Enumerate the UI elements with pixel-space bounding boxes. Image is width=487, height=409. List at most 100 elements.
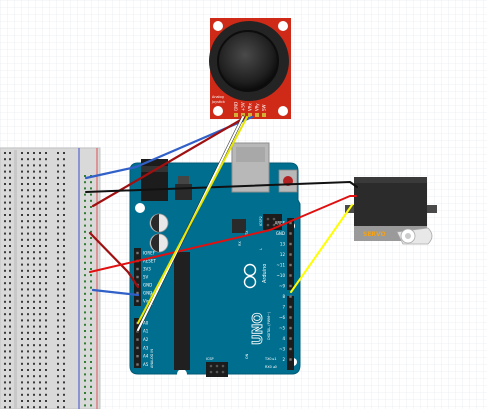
breadboard-channel <box>14 150 17 409</box>
joystick-pin[interactable] <box>241 113 245 117</box>
joystick-label-line2: Joystick <box>211 100 225 104</box>
power-pin[interactable] <box>136 299 139 303</box>
mounting-hole <box>213 106 223 116</box>
digital-pin-label: 4 <box>282 336 285 341</box>
power-pin[interactable] <box>136 267 139 271</box>
servo-body-top <box>354 177 427 183</box>
rx-pin-label: RX0 ◂0 <box>265 365 277 369</box>
voltage-regulator <box>175 184 192 200</box>
digital-pin-label: ~6 <box>279 315 285 320</box>
analog-pin-label: A1 <box>143 329 149 334</box>
wire-joystick-vry <box>137 116 248 324</box>
joystick-label-line1: Analog <box>212 95 224 99</box>
digital-pin[interactable] <box>289 295 292 298</box>
analog-pin-label: A4 <box>143 354 149 359</box>
breadboard <box>0 147 101 409</box>
digital-pin[interactable] <box>289 326 292 330</box>
digital-pin[interactable] <box>289 284 292 288</box>
tx-led-label: TX <box>245 230 249 236</box>
icsp2-label: ICSP2 <box>259 216 263 226</box>
digital-pin[interactable] <box>289 305 292 309</box>
digital-pin-label: 7 <box>282 304 285 309</box>
joystick-pin-label: SW <box>262 104 267 111</box>
joystick-pin[interactable] <box>234 113 238 117</box>
arduino-uno-board: ICSP2 ICSP Arduino UNO ON L TX RX TX0 ▸1… <box>129 142 301 379</box>
digital-pin[interactable] <box>289 316 292 319</box>
power-pin-label: RESET <box>143 258 156 263</box>
analog-pin-label: A5 <box>143 362 149 367</box>
digital-pin-label: ~9 <box>279 283 285 288</box>
icsp-label: ICSP <box>206 357 214 361</box>
on-label: ON <box>245 353 249 359</box>
digital-pin[interactable] <box>289 358 292 361</box>
servo-motor: SERVO <box>345 177 437 245</box>
usb-connector-top <box>236 147 265 162</box>
analog-pin[interactable] <box>136 355 139 358</box>
digital-pin[interactable] <box>289 232 292 235</box>
power-pin-label: 3V3 <box>143 266 151 271</box>
l-led-label: L <box>259 248 263 250</box>
joystick-pin[interactable] <box>248 113 252 117</box>
power-pin-label: IOREF <box>143 250 156 255</box>
analog-header <box>134 318 141 368</box>
analog-pin[interactable] <box>136 346 139 350</box>
power-pin[interactable] <box>136 251 139 255</box>
voltage-regulator-tab <box>178 176 189 184</box>
wire-blue-gnd <box>91 288 140 297</box>
analog-pin[interactable] <box>136 338 139 341</box>
icsp-header <box>206 362 228 377</box>
wire-black-servo-gnd <box>85 181 358 193</box>
joystick-knob-icon[interactable] <box>217 30 279 92</box>
uno-label: UNO <box>251 313 266 346</box>
digital-pin-label: ~3 <box>279 346 285 351</box>
wires <box>84 115 358 332</box>
servo-label: SERVO <box>363 231 386 238</box>
digital-pin[interactable] <box>289 347 292 351</box>
power-rail-holes <box>84 175 92 407</box>
joystick-pin-label: VRx <box>248 102 253 111</box>
joystick-pin-label: +5V <box>241 102 246 111</box>
joystick-pin-label: GND <box>234 102 239 111</box>
capacitor-band <box>150 214 159 232</box>
joystick-pin-label: VRy <box>255 103 260 111</box>
power-pin-label: 5V <box>143 274 149 279</box>
digital-pin-label: 12 <box>280 252 286 257</box>
joystick-pin[interactable] <box>262 113 266 117</box>
digital-pin-label: 13 <box>280 241 286 246</box>
mounting-hole <box>213 21 223 31</box>
power-pin-label: Vin <box>143 298 150 303</box>
rx-led-label: RX <box>238 241 242 246</box>
digital-pin[interactable] <box>289 274 292 277</box>
digital-pin[interactable] <box>289 242 292 246</box>
joystick-pin[interactable] <box>255 113 259 117</box>
wire-blue-joystick-gnd <box>84 115 254 180</box>
microcontroller-chip <box>174 252 190 370</box>
digital-pin[interactable] <box>289 221 292 225</box>
digital-header-lower <box>287 296 294 370</box>
power-pin[interactable] <box>136 291 139 295</box>
power-pin-label: GND <box>143 282 152 287</box>
digital-pin-label: 2 <box>282 357 285 362</box>
digital-pin[interactable] <box>289 337 292 340</box>
analog-pin[interactable] <box>136 363 139 366</box>
digital-pin-label: ~11 <box>277 262 286 267</box>
wire-red-servo-power <box>89 195 357 273</box>
wire-yellow-servo-signal <box>290 204 353 293</box>
digital-label: DIGITAL (PWM~) <box>267 311 271 340</box>
digital-pin[interactable] <box>289 253 292 256</box>
digital-pin-label: ~5 <box>279 325 285 330</box>
usb-chip <box>232 219 246 233</box>
analog-label: ANALOG IN <box>150 349 154 368</box>
arduino-brand-label: Arduino <box>262 264 268 283</box>
digital-pin-label: ~10 <box>277 273 286 278</box>
digital-pin-label: AREF <box>275 220 286 225</box>
arduino-logo-icon <box>243 263 257 289</box>
analog-pin-label: A0 <box>143 320 149 325</box>
digital-pin-label: 8 <box>282 294 285 299</box>
digital-pin-label: GND <box>276 231 285 236</box>
digital-pin[interactable] <box>289 263 292 267</box>
power-pin[interactable] <box>136 275 139 279</box>
mounting-hole <box>135 203 145 213</box>
